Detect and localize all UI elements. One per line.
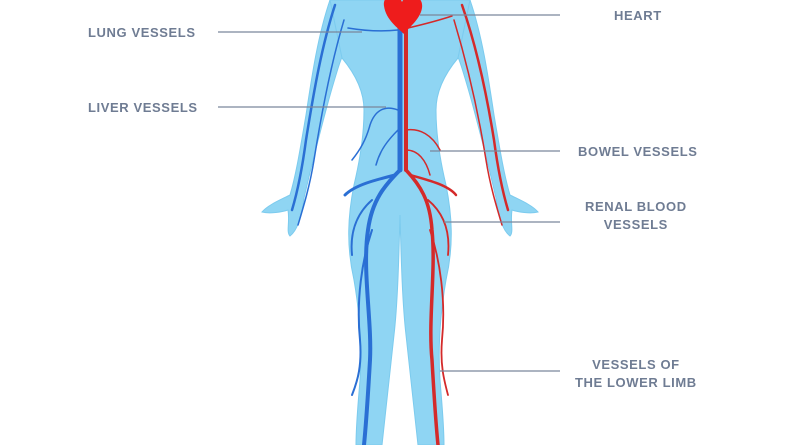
bowel-artery-b <box>405 149 431 176</box>
right-arm <box>457 0 539 237</box>
veins <box>290 3 403 445</box>
liver-vein-a <box>351 107 399 161</box>
label-renal-line2: VESSELS <box>603 217 668 232</box>
right-leg-main-artery <box>404 168 440 445</box>
torso-and-legs <box>327 0 473 445</box>
left-iliac-branch <box>343 173 397 197</box>
label-heart: HEART <box>614 8 662 23</box>
label-lower-limb-line2: THE LOWER LIMB <box>575 375 697 390</box>
lung-artery <box>407 15 453 29</box>
left-arm-vein-b <box>297 19 345 226</box>
right-pelvic-artery <box>427 199 450 256</box>
left-leg-main-vein <box>362 168 402 445</box>
label-lower-limb-line1: VESSELS OF <box>592 357 680 372</box>
left-arm <box>261 0 343 237</box>
label-renal-blood-vessels: RENAL BLOOD VESSELS <box>585 198 687 234</box>
leader-lines <box>218 14 560 372</box>
right-iliac-branch <box>408 173 458 197</box>
label-vessels-lower-limb: VESSELS OF THE LOWER LIMB <box>575 356 697 392</box>
left-arm-vein-a <box>290 3 337 212</box>
right-arm-artery-b <box>453 19 503 226</box>
right-thigh-artery <box>429 229 449 396</box>
label-lung-vessels: LUNG VESSELS <box>88 25 196 40</box>
label-renal-line1: RENAL BLOOD <box>585 199 687 214</box>
bowel-artery-a <box>405 128 441 151</box>
lung-vein <box>347 27 399 32</box>
left-pelvic-vein <box>350 199 373 256</box>
label-liver-vessels: LIVER VESSELS <box>88 100 198 115</box>
arteries <box>404 3 510 445</box>
right-arm-artery-a <box>460 3 510 212</box>
label-bowel-vessels: BOWEL VESSELS <box>578 144 698 159</box>
liver-vein-b <box>375 129 399 166</box>
heart <box>383 0 423 34</box>
left-thigh-vein <box>351 229 373 396</box>
